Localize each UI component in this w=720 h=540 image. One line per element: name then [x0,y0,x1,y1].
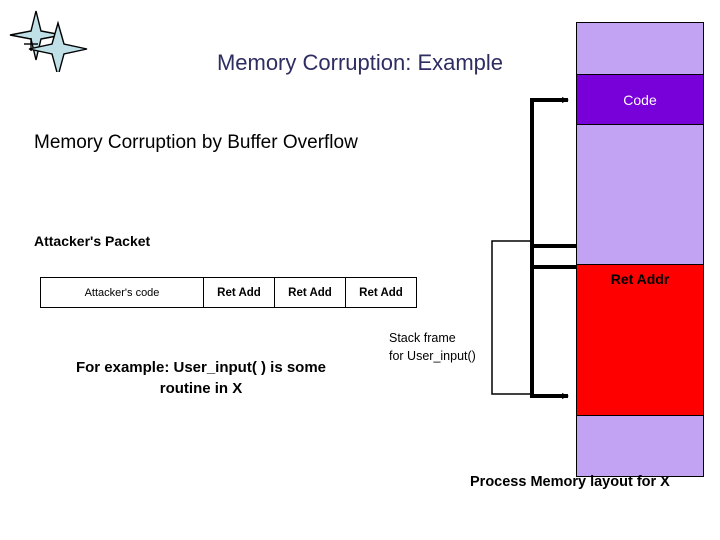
memory-block-middle-free [576,124,704,265]
packet-cell-ret-add-1: Ret Add [203,277,275,308]
memory-block-bottom-free [576,415,704,477]
memory-block-code: Code [576,74,704,125]
example-caption: For example: User_input( ) is some routi… [36,357,366,399]
packet-cell-attacker-code: Attacker's code [40,277,204,308]
attackers-packet-heading: Attacker's Packet [34,233,151,249]
packet-cell-ret-add-3: Ret Add [345,277,417,308]
table-row: Attacker's code Ret Add Ret Add Ret Add [40,277,417,308]
memory-block-ret-addr-label: Ret Addr [610,271,670,287]
stack-frame-label-line2: for User_input() [389,349,476,363]
attackers-packet-table: Attacker's code Ret Add Ret Add Ret Add [40,277,417,308]
memory-block-ret-addr: Ret Addr [576,264,704,416]
arrow-ret-addr-to-code [530,97,578,269]
example-caption-line1: For example: User_input( ) is some [75,359,327,376]
sparkle-icon [9,10,88,72]
subtitle-text: Memory Corruption by Buffer Overflow [34,132,358,153]
stack-frame-bracket [491,240,532,395]
page-title: Memory Corruption: Example [216,50,504,75]
stack-frame-label: Stack frame for User_input() [389,329,476,365]
stack-frame-label-line1: Stack frame [389,331,456,345]
example-caption-line2: routine in X [159,380,243,397]
arrow-ret-addr-to-stack-bottom [530,244,578,399]
packet-cell-ret-add-2: Ret Add [274,277,346,308]
process-memory-layout-caption: Process Memory layout for X [470,474,670,490]
memory-block-top-free [576,22,704,75]
memory-block-code-label: Code [623,91,657,108]
